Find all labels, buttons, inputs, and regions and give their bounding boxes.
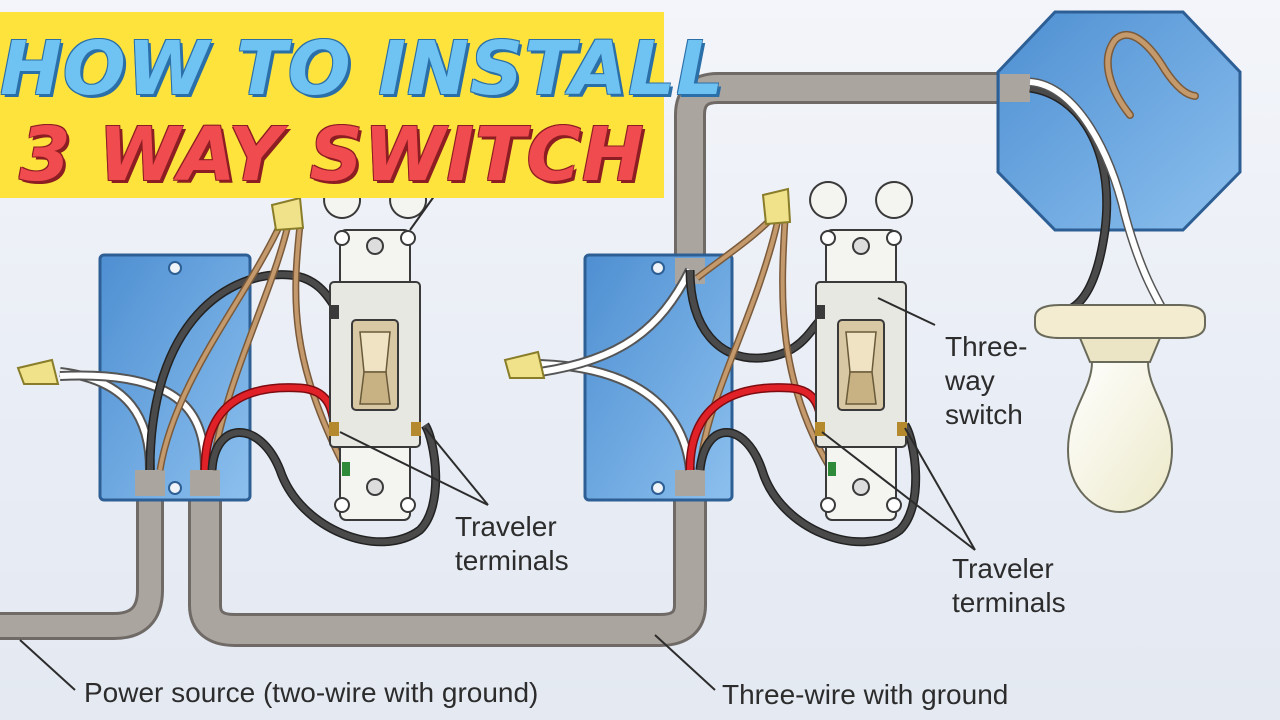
left-wires: [59, 223, 441, 547]
three-wire-cable-top: [674, 72, 1025, 270]
three-way-switch-label-line-2: way: [945, 365, 995, 396]
three-wire-label: Three-wire with ground: [722, 679, 1009, 710]
traveler-terminals-left-line-2: terminals: [455, 545, 569, 576]
traveler-terminals-left-line-1: Traveler: [455, 511, 557, 542]
traveler-terminals-right-line-1: Traveler: [952, 553, 1054, 584]
left-wire-nut-white: [16, 358, 60, 385]
traveler-terminals-label-right: Traveler terminals: [952, 552, 1066, 620]
right-wire-nut-ground: [761, 187, 792, 226]
light-wires: [1029, 77, 1166, 312]
power-source-label: Power source (two-wire with ground): [84, 677, 539, 708]
light-bulb-fixture: [1034, 304, 1206, 514]
ceiling-light-box: [996, 10, 1242, 232]
right-three-way-switch: [809, 181, 914, 521]
three-way-switch-label-line-3: switch: [945, 399, 1023, 430]
left-three-way-switch: [323, 181, 428, 521]
leader-lines: [19, 194, 976, 691]
power-source-cable: [0, 478, 164, 640]
right-wire-nut-white: [503, 350, 546, 379]
three-way-switch-label-line-1: Three-: [945, 331, 1028, 362]
three-way-switch-label: Three- way switch: [945, 330, 1027, 432]
title-line-1: HOW TO INSTALL: [0, 26, 725, 112]
left-wire-nut-ground: [270, 196, 305, 232]
three-wire-cable-bottom: [188, 478, 707, 647]
traveler-terminals-label-left: Traveler terminals: [455, 510, 569, 578]
title-banner: HOW TO INSTALL 3 WAY SWITCH: [0, 12, 725, 198]
title-line-2: 3 WAY SWITCH: [19, 112, 645, 198]
traveler-terminals-right-line-2: terminals: [952, 587, 1066, 618]
